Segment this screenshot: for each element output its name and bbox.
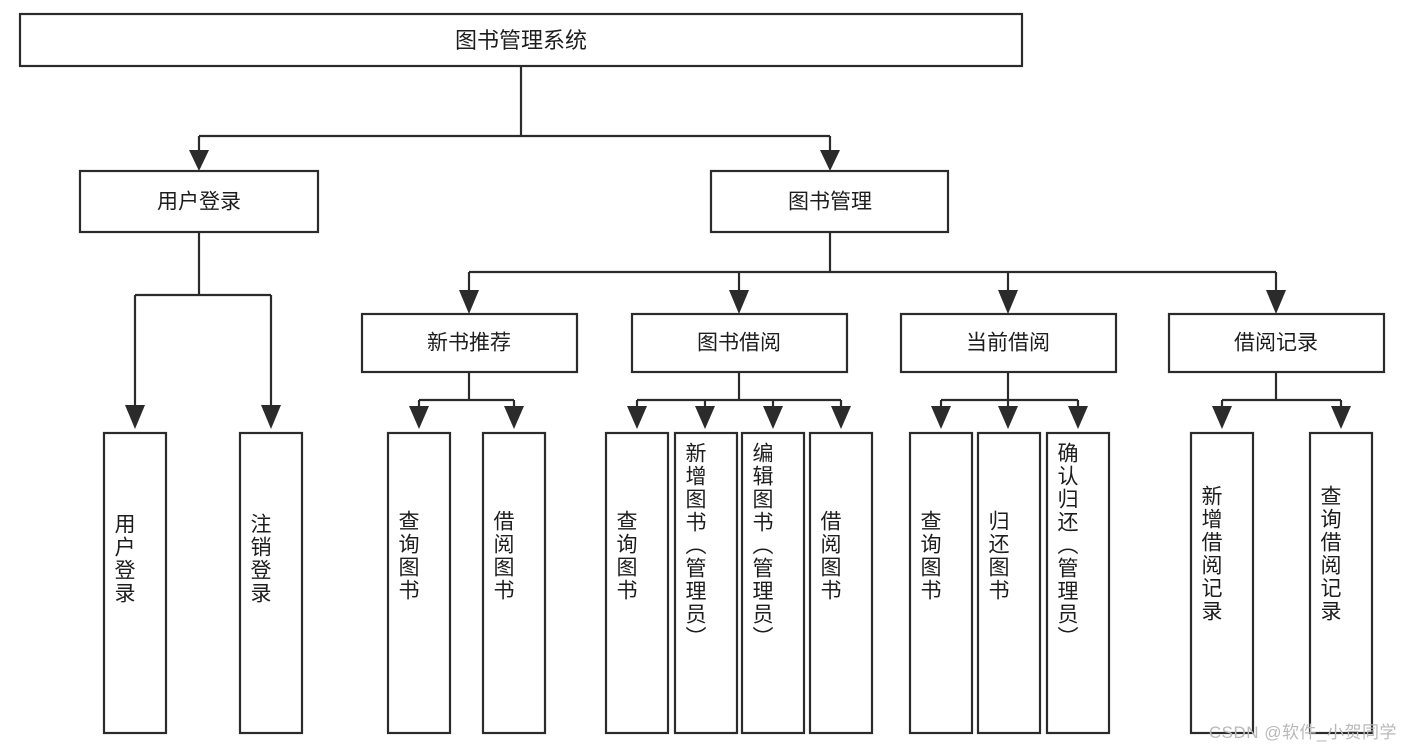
node-current-borrow[interactable]: 当前借阅 [899,312,1118,374]
arrow-head-to-current-borrow [998,290,1018,314]
node-new-book-recommend[interactable]: 新书推荐 [360,312,579,374]
node-box-borrow-record[interactable] [1167,312,1386,374]
node-root-system[interactable]: 图书管理系统 [18,12,1024,68]
leaf-box-cb-confirm-return-admin[interactable] [1045,431,1111,735]
connector-group-new-book-recommend-to-leaves [409,372,524,429]
connector-group-current-borrow-to-leaves [931,372,1088,429]
node-user-login[interactable]: 用户登录 [78,169,320,234]
arrow-head-to-borrow-record [1266,290,1286,314]
connector-group-book-mgmt-to-level3 [459,232,1286,314]
arrow-head-bb-leaf-3 [763,406,783,429]
arrow-head-to-new-book-recommend [459,290,479,314]
node-box-root[interactable] [18,12,1024,68]
node-box-new-book-recommend[interactable] [360,312,579,374]
arrow-head-cb-leaf-1 [931,406,951,429]
arrow-head-to-book-management [820,150,840,171]
connector-group-book-borrow-to-leaves [627,372,851,429]
arrow-head-leaf-logout [261,405,281,429]
node-label-current-borrow: 当前借阅 [966,332,1050,355]
arrow-head-nbr-leaf-1 [409,406,429,429]
leaf-box-logout[interactable] [238,431,304,735]
leaf-box-br-query-record[interactable] [1308,431,1374,735]
leaf-box-bb-query-book[interactable] [604,431,670,735]
arrow-head-bb-leaf-4 [831,406,851,429]
leaf-box-nbr-borrow-book[interactable] [481,431,547,735]
leaf-boxes-user-login [102,431,304,735]
arrow-head-br-leaf-2 [1331,406,1351,429]
node-label-new-book-recommend: 新书推荐 [427,332,511,355]
arrow-head-cb-leaf-3 [1068,406,1088,429]
arrow-head-nbr-leaf-2 [504,406,524,429]
node-label-user-login: 用户登录 [157,191,241,214]
leaf-box-bb-add-book-admin[interactable] [673,431,739,735]
arrow-head-to-book-borrow [729,290,749,314]
arrow-head-leaf-user-login [125,405,145,429]
arrow-head-to-user-login [189,150,209,171]
leaf-boxes-new-book-recommend [386,431,547,735]
node-label-borrow-record: 借阅记录 [1234,332,1318,355]
leaf-box-br-add-record[interactable] [1189,431,1255,735]
connector-group-user-login-to-leaves [125,232,281,429]
connector-group-borrow-record-to-leaves [1212,372,1351,429]
leaf-boxes-book-borrow [604,431,874,735]
node-box-current-borrow[interactable] [899,312,1118,374]
node-box-book-borrow[interactable] [630,312,849,374]
node-label-root: 图书管理系统 [455,28,587,53]
leaf-box-cb-return-book[interactable] [976,431,1042,735]
leaf-boxes-borrow-record [1189,431,1374,735]
node-label-book-borrow: 图书借阅 [697,332,781,355]
node-book-borrow[interactable]: 图书借阅 [630,312,849,374]
node-box-user-login[interactable] [78,169,320,234]
leaf-box-nbr-query-book[interactable] [386,431,452,735]
arrow-head-bb-leaf-2 [695,406,715,429]
node-book-management[interactable]: 图书管理 [709,169,950,234]
arrow-head-bb-leaf-1 [627,406,647,429]
arrow-head-cb-leaf-2 [998,406,1018,429]
leaf-box-bb-borrow-book[interactable] [808,431,874,735]
leaf-boxes-current-borrow [908,431,1111,735]
node-box-book-management[interactable] [709,169,950,234]
csdn-watermark: CSDN @软件_小贺同学 [1208,723,1397,742]
leaf-box-bb-edit-book-admin[interactable] [740,431,806,735]
leaf-box-user-login[interactable] [102,431,168,735]
node-label-book-management: 图书管理 [788,191,872,214]
node-borrow-record[interactable]: 借阅记录 [1167,312,1386,374]
connector-group-root-to-level2 [189,66,840,171]
arrow-head-br-leaf-1 [1212,406,1232,429]
leaf-box-cb-query-book[interactable] [908,431,974,735]
